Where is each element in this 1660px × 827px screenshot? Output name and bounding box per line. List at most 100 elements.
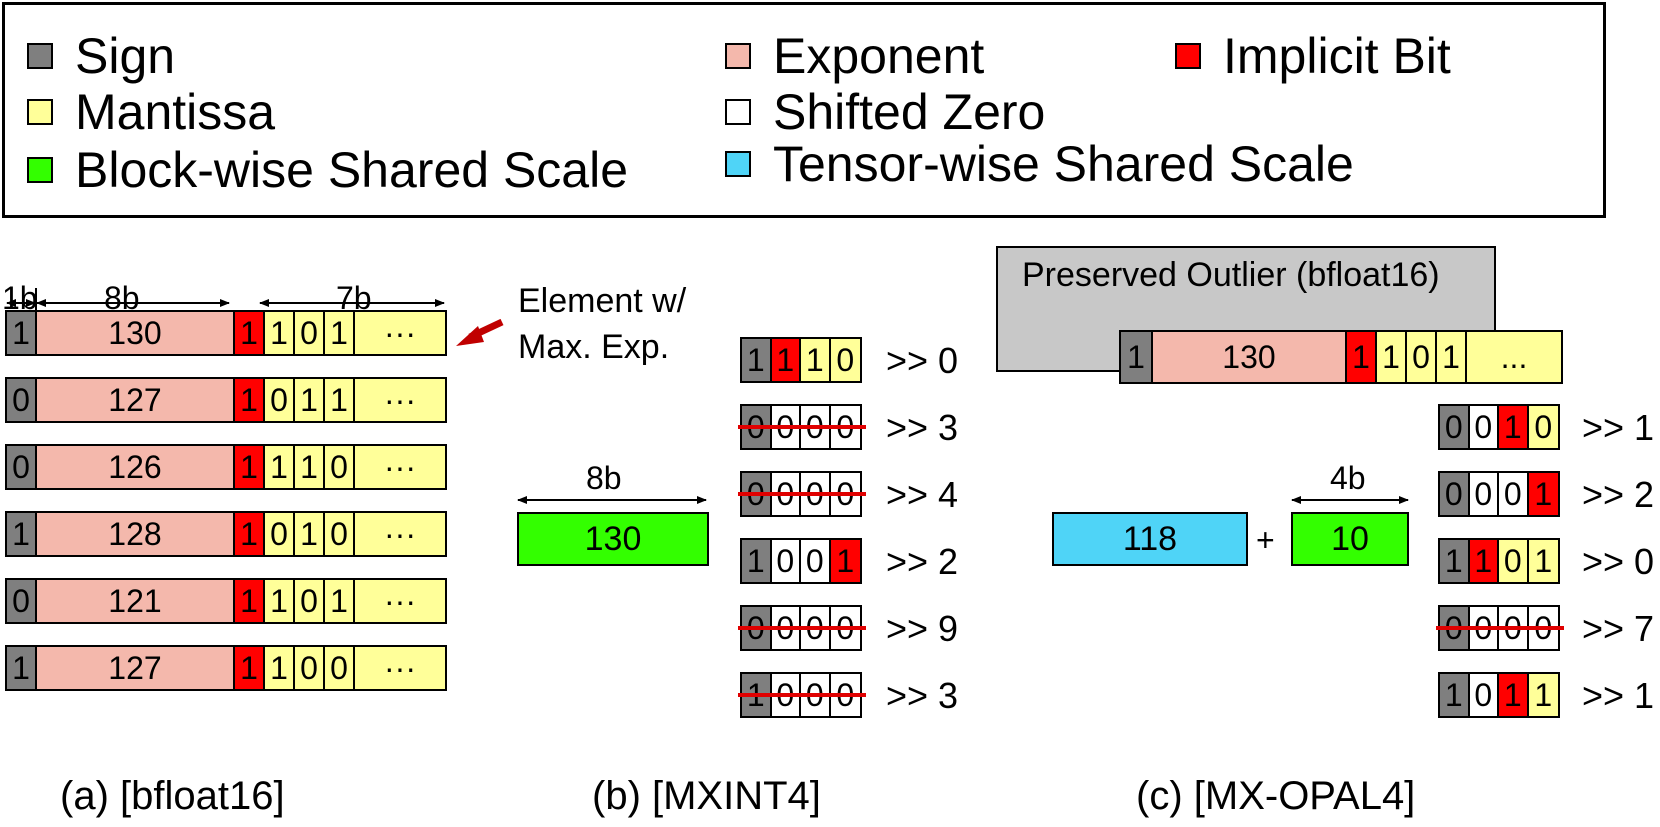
sign-bit-cell: 0 bbox=[1440, 473, 1470, 515]
mantissa-ellipsis-cell: ... bbox=[1467, 332, 1561, 382]
shift-amount-label: >> 3 bbox=[886, 407, 959, 448]
legend-label-block-scale: Block-wise Shared Scale bbox=[75, 142, 629, 198]
dim-label-block-c: 4b bbox=[1330, 460, 1366, 496]
mantissa-swatch bbox=[27, 99, 53, 125]
mantissa-bit-cell: 1 bbox=[325, 379, 355, 421]
strike-through-line bbox=[738, 693, 866, 697]
mantissa-bit-cell: 1 bbox=[265, 647, 295, 689]
block-scale-swatch bbox=[27, 157, 53, 183]
exponent-cell: 130 bbox=[1153, 332, 1347, 382]
shift-amount-label: >> 3 bbox=[886, 675, 959, 716]
shift-amount-label: >> 0 bbox=[1582, 541, 1655, 582]
imp-bit-cell: 1 bbox=[1499, 674, 1529, 716]
legend-label-shifted-zero: Shifted Zero bbox=[773, 84, 1046, 140]
mantissa-ellipsis-cell: ··· bbox=[355, 446, 445, 488]
mantissa-ellipsis-cell: ··· bbox=[355, 580, 445, 622]
man-bit-cell: 0 bbox=[1499, 540, 1529, 582]
legend-item-implicit-bit: Implicit Bit bbox=[1175, 31, 1451, 81]
annotation-arrow-head bbox=[456, 326, 484, 346]
mantissa-ellipsis-cell: ··· bbox=[355, 513, 445, 555]
legend-label-exponent: Exponent bbox=[773, 28, 985, 84]
sign-bit-cell: 0 bbox=[7, 379, 37, 421]
shifted-zero-swatch bbox=[725, 99, 751, 125]
sign-swatch bbox=[27, 43, 53, 69]
mantissa-bit-cell: 0 bbox=[325, 446, 355, 488]
mantissa-bit-cell: 0 bbox=[325, 647, 355, 689]
mantissa-bit-cell: 1 bbox=[295, 379, 325, 421]
mantissa-bit-cell: 1 bbox=[265, 580, 295, 622]
zero-bit-cell: 0 bbox=[1469, 406, 1500, 448]
legend-label-mantissa: Mantissa bbox=[75, 84, 276, 140]
mantissa-bit-cell: 0 bbox=[295, 580, 325, 622]
sign-bit-cell: 0 bbox=[7, 446, 37, 488]
man-bit-cell: 0 bbox=[830, 339, 861, 381]
shift-amount-label: >> 1 bbox=[1582, 675, 1655, 716]
legend-item-exponent: Exponent bbox=[725, 31, 984, 81]
man-bit-cell: 1 bbox=[1528, 540, 1559, 582]
mantissa-bit-cell: 1 bbox=[325, 580, 355, 622]
exponent-cell: 126 bbox=[37, 446, 235, 488]
strike-through-line bbox=[738, 492, 866, 496]
exponent-cell: 127 bbox=[37, 379, 235, 421]
zero-bit-cell: 0 bbox=[1469, 674, 1500, 716]
implicit-bit-cell: 1 bbox=[235, 513, 265, 555]
tensor-scale-swatch bbox=[725, 151, 751, 177]
imp-bit-cell: 1 bbox=[1499, 406, 1529, 448]
imp-bit-cell: 1 bbox=[1469, 540, 1500, 582]
strike-through-line bbox=[738, 626, 866, 630]
imp-bit-cell: 1 bbox=[1528, 473, 1559, 515]
legend-item-shifted-zero: Shifted Zero bbox=[725, 87, 1045, 137]
mantissa-bit-cell: 0 bbox=[265, 379, 295, 421]
implicit-bit-cell: 1 bbox=[235, 446, 265, 488]
legend-label-implicit-bit: Implicit Bit bbox=[1223, 28, 1451, 84]
mantissa-ellipsis-cell: ··· bbox=[355, 379, 445, 421]
man-bit-cell: 0 bbox=[1528, 406, 1559, 448]
dim-label-man: 7b bbox=[336, 280, 372, 316]
dim-label-scale-b: 8b bbox=[586, 460, 622, 496]
zero-bit-cell: 0 bbox=[1499, 473, 1529, 515]
outlier-title: Preserved Outlier (bfloat16) bbox=[1022, 256, 1440, 294]
shift-amount-label: >> 0 bbox=[886, 340, 959, 381]
sign-bit-cell: 1 bbox=[7, 312, 37, 354]
mantissa-ellipsis-cell: ··· bbox=[355, 647, 445, 689]
sign-bit-cell: 1 bbox=[1121, 332, 1153, 382]
mantissa-bit-cell: 1 bbox=[295, 513, 325, 555]
implicit-bit-swatch bbox=[1175, 43, 1201, 69]
caption-c: (c) [MX-OPAL4] bbox=[1136, 774, 1416, 818]
block-shared-scale-b: 130 bbox=[517, 512, 709, 566]
exponent-cell: 128 bbox=[37, 513, 235, 555]
sign-bit-cell: 1 bbox=[742, 540, 772, 582]
mantissa-ellipsis-cell: ··· bbox=[355, 312, 445, 354]
imp-bit-cell: 1 bbox=[830, 540, 861, 582]
strike-through-line bbox=[738, 425, 866, 429]
sign-bit-cell: 1 bbox=[7, 513, 37, 555]
implicit-bit-cell: 1 bbox=[235, 312, 265, 354]
sign-bit-cell: 0 bbox=[1440, 406, 1470, 448]
mantissa-bit-cell: 1 bbox=[265, 312, 295, 354]
sign-bit-cell: 1 bbox=[7, 647, 37, 689]
shift-amount-label: >> 9 bbox=[886, 608, 959, 649]
shift-amount-label: >> 4 bbox=[886, 474, 959, 515]
zero-bit-cell: 0 bbox=[1469, 473, 1500, 515]
caption-b: (b) [MXINT4] bbox=[592, 774, 821, 818]
shift-amount-label: >> 2 bbox=[1582, 474, 1655, 515]
legend-item-sign: Sign bbox=[27, 31, 175, 81]
caption-a: (a) [bfloat16] bbox=[60, 774, 285, 818]
annotation-line-2: Max. Exp. bbox=[518, 328, 670, 366]
legend-item-tensor-scale: Tensor-wise Shared Scale bbox=[725, 139, 1354, 189]
annotation-line-1: Element w/ bbox=[518, 282, 687, 320]
sign-bit-cell: 1 bbox=[1440, 540, 1470, 582]
dim-label-exp: 8b bbox=[104, 280, 140, 316]
mantissa-bit-cell: 1 bbox=[1377, 332, 1407, 382]
zero-bit-cell: 0 bbox=[771, 540, 802, 582]
